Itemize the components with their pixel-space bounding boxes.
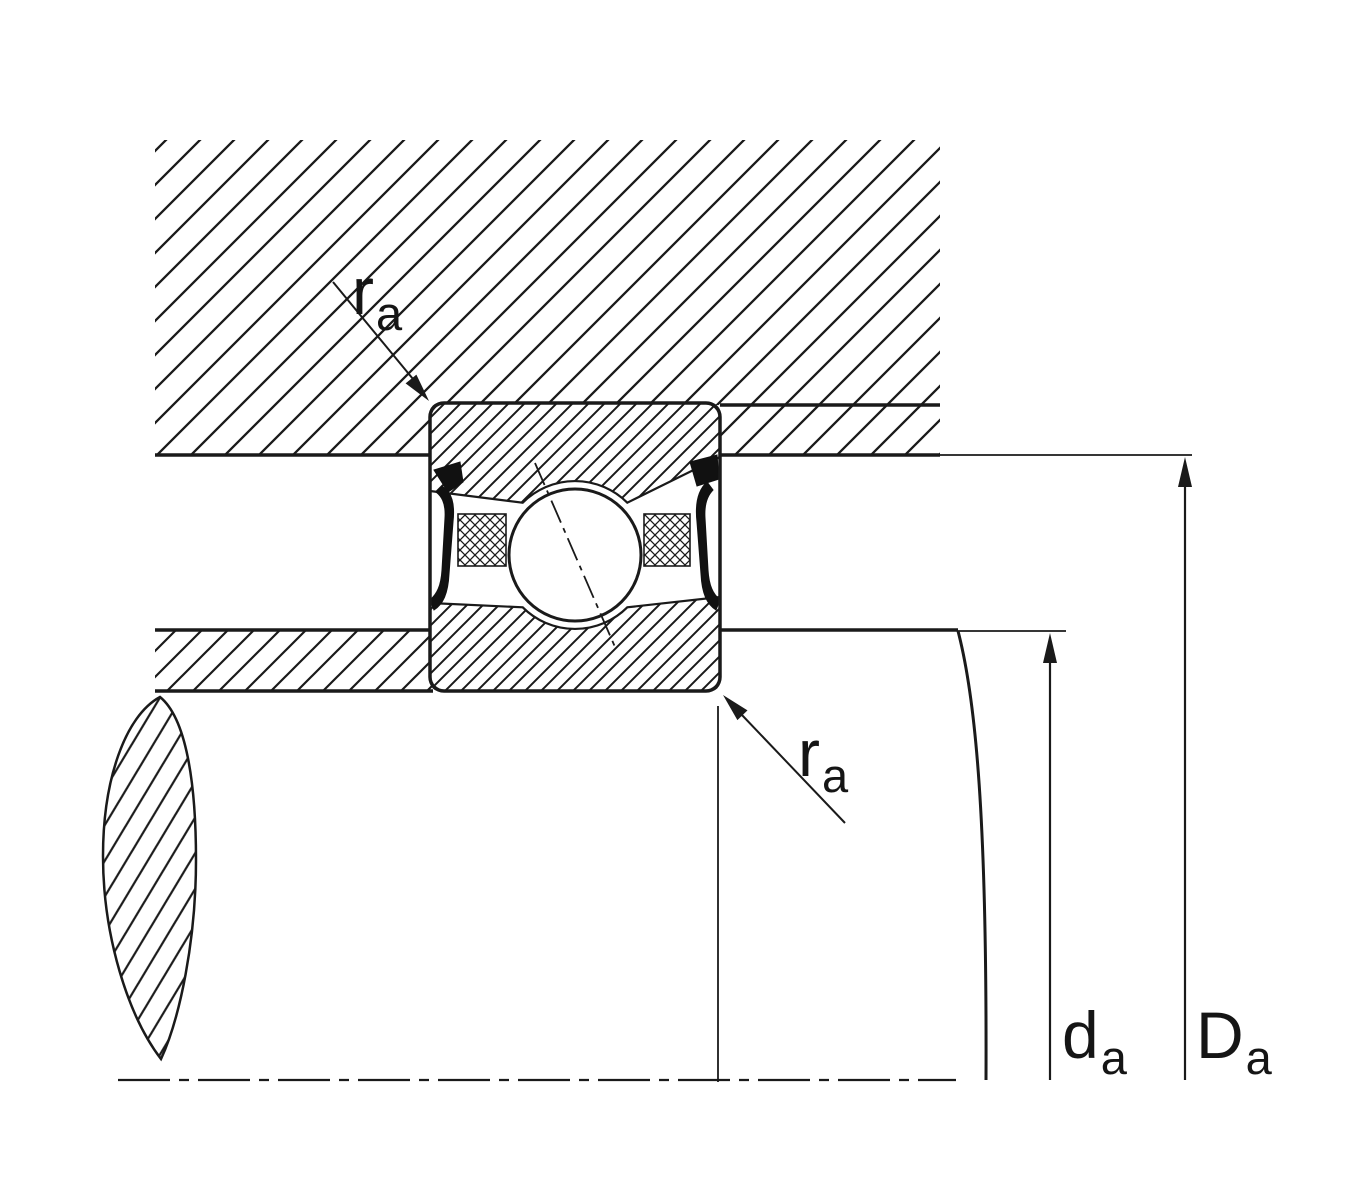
dimension-da bbox=[958, 630, 1066, 1080]
shaft-break-section bbox=[101, 695, 198, 1062]
dimension-Da bbox=[940, 454, 1192, 1080]
Da-arrowhead bbox=[1178, 457, 1192, 487]
bearing-section bbox=[428, 401, 722, 693]
label-ra-top-sub: a bbox=[375, 287, 403, 340]
seal-left bbox=[429, 461, 464, 611]
seal-left-anchor bbox=[433, 461, 464, 493]
shaft-section bbox=[101, 628, 988, 1082]
label-ra-bottom: ra bbox=[798, 720, 848, 799]
label-ra-bottom-sub: a bbox=[821, 749, 849, 802]
label-Da: Da bbox=[1196, 1002, 1272, 1081]
ra-bottom-leader-line bbox=[740, 713, 846, 824]
housing-hatch-area bbox=[155, 140, 940, 455]
bearing-outline bbox=[428, 401, 722, 693]
housing-bore-edges bbox=[155, 403, 940, 457]
leader-ra-bottom bbox=[723, 695, 846, 824]
label-ra-top: ra bbox=[352, 258, 402, 337]
label-Da-main: D bbox=[1196, 998, 1244, 1072]
shaft-shoulder-hatch bbox=[155, 630, 432, 691]
label-ra-top-main: r bbox=[352, 254, 374, 328]
seal-right bbox=[689, 454, 721, 611]
ra-top-arrowhead bbox=[405, 374, 429, 401]
ra-top-leader-line bbox=[332, 281, 414, 380]
label-da-main: d bbox=[1062, 998, 1099, 1072]
label-ra-bottom-main: r bbox=[798, 716, 820, 790]
housing-section bbox=[155, 140, 940, 457]
ra-bottom-arrowhead bbox=[723, 695, 748, 721]
ball-axis-centerline bbox=[534, 462, 616, 648]
leader-ra-top bbox=[332, 281, 429, 401]
label-Da-sub: a bbox=[1245, 1031, 1272, 1084]
label-da: da bbox=[1062, 1002, 1127, 1081]
cage-left bbox=[457, 513, 507, 567]
cage-right bbox=[643, 513, 691, 567]
da-arrowhead bbox=[1043, 633, 1057, 663]
shaft-end-curve bbox=[956, 630, 988, 1081]
label-da-sub: a bbox=[1100, 1031, 1127, 1084]
